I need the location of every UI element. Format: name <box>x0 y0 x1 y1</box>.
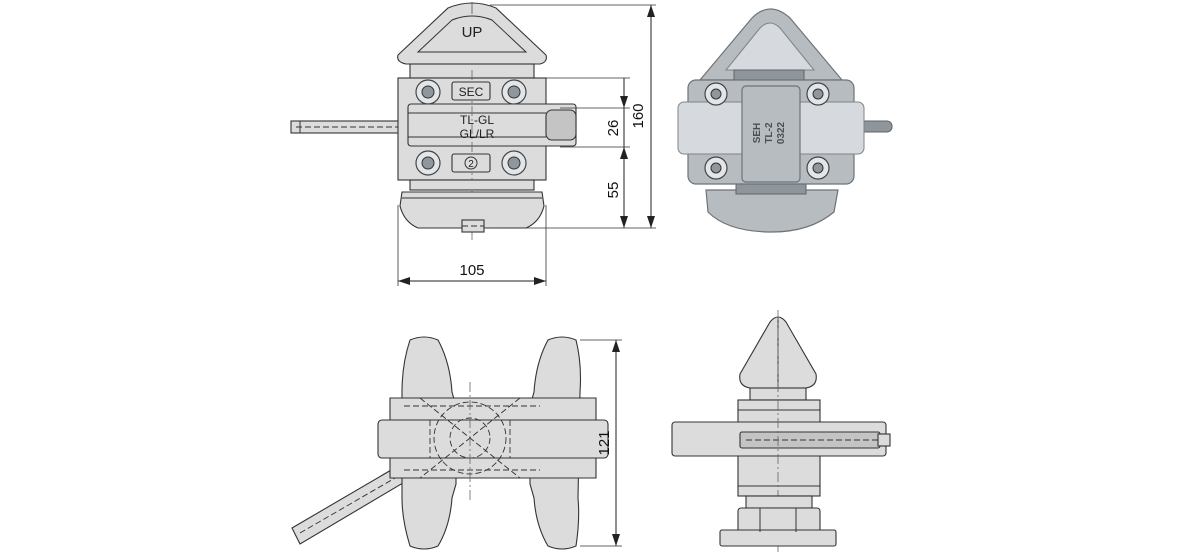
dimension-105: 105 <box>398 262 546 285</box>
bolt-bottom-right <box>501 150 527 176</box>
front-view: UP SEC <box>290 2 656 286</box>
top-cone: UP <box>397 2 547 79</box>
body-label-line2: GL/LR <box>460 127 495 141</box>
dim-121-label: 121 <box>596 430 613 455</box>
dim-105-label: 105 <box>459 262 484 279</box>
sec-label: SEC <box>459 85 484 99</box>
product-photo: SEH TL-2 0322 <box>677 8 893 233</box>
photo-stamp: SEH TL-2 0322 <box>752 121 787 144</box>
stamp-line-2: TL-2 <box>764 122 775 144</box>
bolt-top-left <box>415 79 441 105</box>
bolt-bottom-left <box>415 150 441 176</box>
dimension-121: 121 <box>596 340 620 546</box>
body-label-line1: TL-GL <box>460 113 494 127</box>
stamp-line-3: 0322 <box>776 121 787 144</box>
up-label: UP <box>462 24 483 41</box>
dim-26-label: 26 <box>605 120 622 137</box>
stamp-line-1: SEH <box>752 123 763 144</box>
side-view <box>671 310 891 552</box>
dim-55-label: 55 <box>605 182 622 199</box>
dimension-160: 160 <box>630 5 655 228</box>
handle-rod <box>290 120 412 134</box>
side-bottom-block <box>737 507 821 533</box>
sec-plate <box>451 81 491 101</box>
dimension-55: 55 <box>605 147 628 228</box>
circle-number-label: 2 <box>468 159 474 170</box>
bolt-top-right <box>501 79 527 105</box>
dim-160-label: 160 <box>630 103 647 128</box>
number-plate <box>451 153 491 173</box>
top-view: 121 <box>291 336 622 550</box>
bottom-cone <box>399 179 545 233</box>
